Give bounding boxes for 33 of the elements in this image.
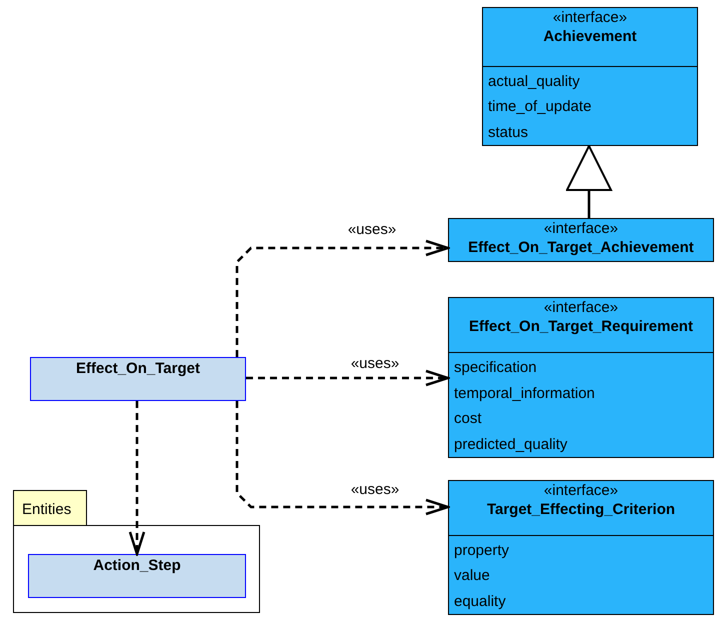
attribute: specification [454, 358, 538, 378]
interface-name: Achievement [543, 27, 637, 46]
interface-name: Target_Effecting_Criterion [486, 500, 676, 519]
dependency-arrow [246, 370, 450, 386]
interface-box [448, 480, 714, 615]
attribute: status [488, 122, 530, 142]
class-box [30, 357, 246, 401]
attribute: predicted_quality [454, 434, 568, 454]
attribute: time_of_update [488, 97, 592, 117]
attribute: actual_quality [488, 72, 581, 92]
package-tab: Entities [13, 490, 87, 526]
dependency-arrow [236, 240, 450, 357]
interface-box [448, 218, 714, 262]
class-name: Action_Step [93, 556, 181, 576]
stereotype: «interface» [544, 219, 618, 238]
stereotype: «interface» [544, 298, 618, 317]
stereotype: «interface» [544, 481, 618, 500]
attribute: value [454, 566, 491, 586]
class-name: Effect_On_Target [76, 359, 200, 379]
interface-box [448, 297, 714, 458]
generalization-arrow [566, 145, 612, 218]
interface-name: Effect_On_Target_Achievement [468, 238, 694, 257]
attribute: property [454, 540, 510, 560]
interface-box [482, 7, 698, 146]
dependency-arrow [236, 401, 450, 516]
stereotype: «interface» [552, 8, 628, 27]
class-box [28, 554, 246, 598]
attribute: temporal_information [454, 384, 596, 404]
interface-name: Effect_On_Target_Requirement [469, 317, 693, 336]
package [13, 490, 260, 613]
attribute: cost [454, 409, 483, 429]
dependency-arrow [128, 401, 146, 556]
attribute: equality [454, 592, 507, 612]
